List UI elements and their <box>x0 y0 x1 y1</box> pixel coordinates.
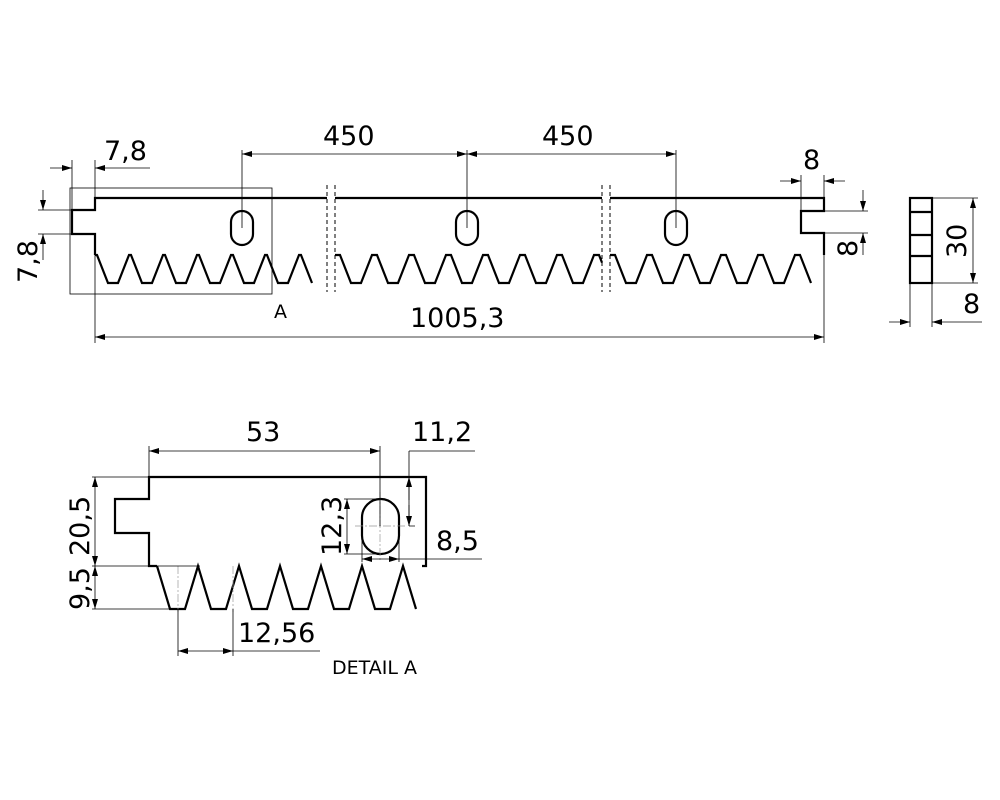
detail-marker: A <box>274 301 287 323</box>
dim-tooth-height: 9,5 <box>65 567 96 610</box>
rack-outline-top <box>70 196 826 255</box>
main-view: A 7,8 450 450 8 8 7,8 1005,3 <box>13 121 868 343</box>
detail-a-view: 53 11,2 12,3 8,5 20,5 9,5 12,56 DETAIL A <box>65 417 482 679</box>
tooth-profile <box>155 562 418 611</box>
dim-body-height: 20,5 <box>65 496 96 556</box>
detail-a-boundary <box>69 187 273 295</box>
tooth-profile <box>610 253 813 285</box>
detail-outline <box>113 475 428 568</box>
rack-teeth <box>95 253 813 285</box>
detail-teeth <box>155 562 418 611</box>
dim-left-offset: 7,8 <box>104 136 147 167</box>
dim-hole-length: 12,3 <box>317 496 348 556</box>
dim-hole-from-top: 11,2 <box>412 417 472 448</box>
dim-pitch-1: 450 <box>323 121 375 152</box>
detail-title: DETAIL A <box>332 657 417 679</box>
dim-end-height: 30 <box>942 224 973 258</box>
dim-left-slot-height: 7,8 <box>13 240 44 283</box>
break-line <box>326 185 336 292</box>
dim-tooth-pitch: 12,56 <box>238 618 315 649</box>
detail-slot <box>360 497 401 556</box>
dim-hole-distance: 53 <box>246 417 280 448</box>
tooth-profile <box>335 253 604 285</box>
tooth-profile <box>95 253 314 285</box>
end-view: 30 8 <box>889 196 982 327</box>
dim-hole-width: 8,5 <box>436 526 479 557</box>
dim-total-length: 1005,3 <box>410 303 504 334</box>
end-profile <box>908 196 934 285</box>
dim-right-slot-width: 8 <box>803 145 820 176</box>
dim-pitch-2: 450 <box>542 121 594 152</box>
break-line <box>601 185 611 292</box>
dim-end-width: 8 <box>963 289 980 320</box>
dim-right-slot-height: 8 <box>833 240 864 257</box>
